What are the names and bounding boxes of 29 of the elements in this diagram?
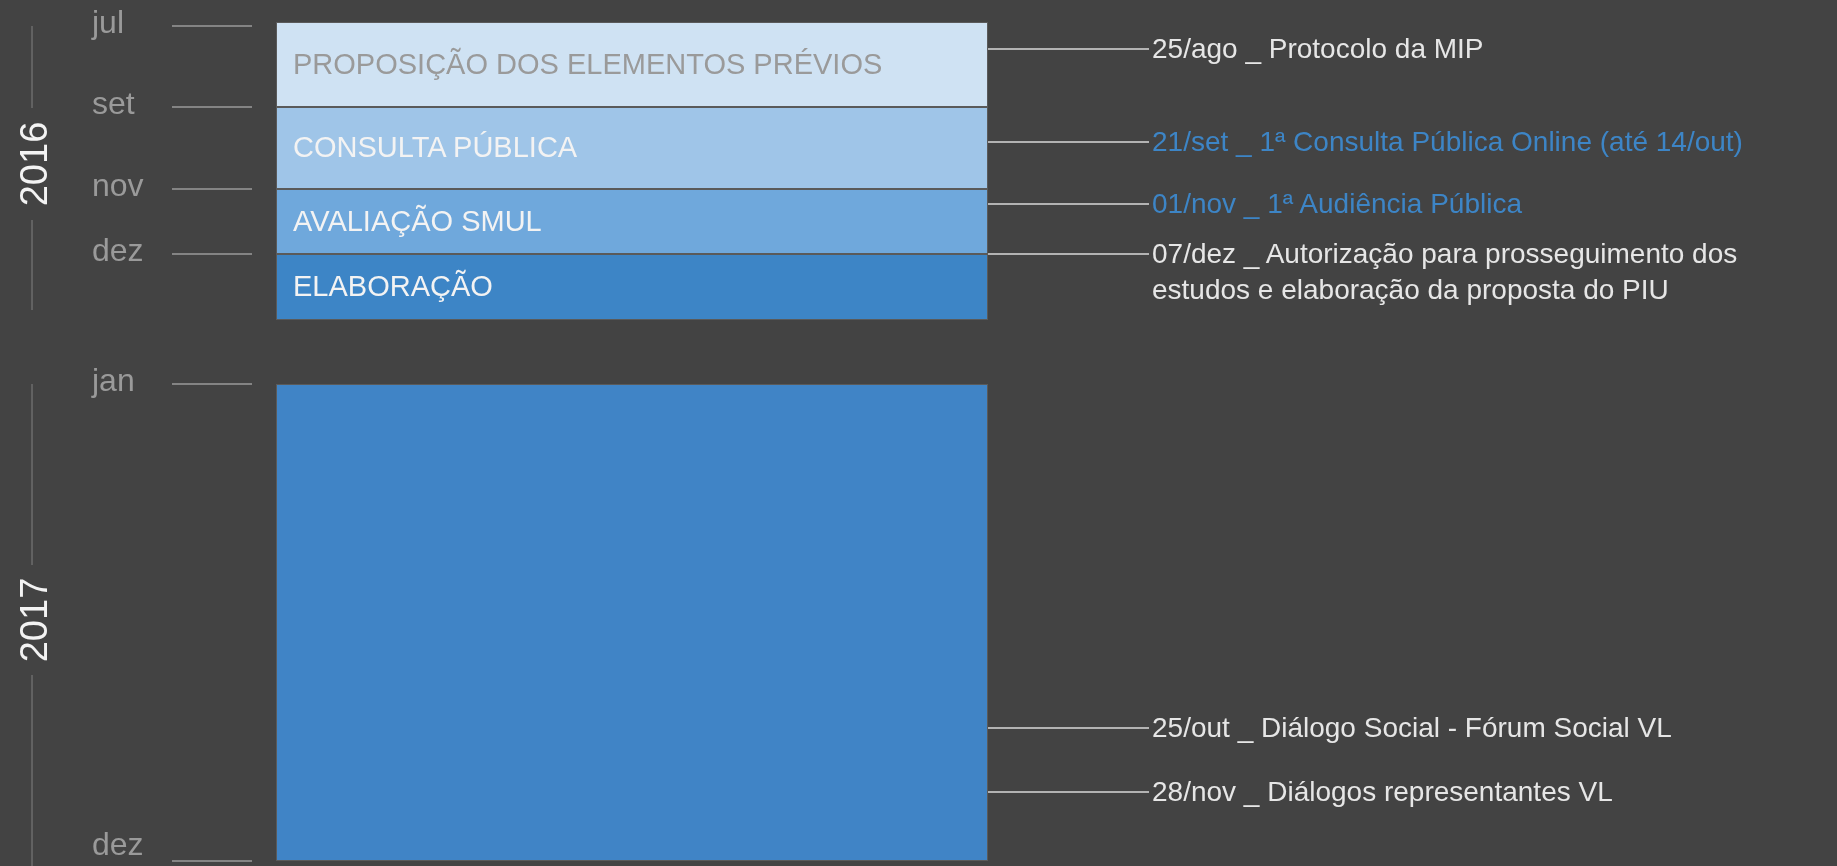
phase-title: PROPOSIÇÃO DOS ELEMENTOS PRÉVIOS (293, 46, 883, 82)
event-text: 25/out _ Diálogo Social - Fórum Social VL (1152, 710, 1772, 746)
event-text: 01/nov _ 1ª Audiência Pública (1152, 186, 1772, 222)
leader-line (987, 48, 1150, 50)
timeline-bar (276, 384, 988, 861)
year-label: 2016 (15, 121, 53, 207)
leader-line (987, 791, 1150, 793)
month-label: jan (92, 364, 135, 396)
phase-block (276, 189, 988, 254)
phase-block (276, 107, 988, 189)
event-text: 28/nov _ Diálogos representantes VL (1152, 774, 1772, 810)
leader-line (987, 253, 1150, 255)
event-text: 07/dez _ Autorização para prosseguimento dos estudos e elaboração da proposta do PIU (1152, 236, 1772, 308)
month-label: nov (92, 169, 144, 201)
leader-line (987, 141, 1150, 143)
event-text: 25/ago _ Protocolo da MIP (1152, 31, 1772, 67)
phase-title: CONSULTA PÚBLICA (293, 130, 578, 166)
phase-title: AVALIAÇÃO SMUL (293, 203, 542, 239)
phase-block (276, 254, 988, 320)
leader-line (987, 727, 1150, 729)
month-label: set (92, 87, 135, 119)
event-text: 21/set _ 1ª Consulta Pública Online (até 14/out) (1152, 124, 1772, 160)
month-label: dez (92, 234, 144, 266)
phase-block (276, 22, 988, 107)
leader-line (987, 203, 1150, 205)
phase-title: ELABORAÇÃO (293, 268, 493, 305)
year-label: 2017 (15, 577, 53, 663)
month-label: jul (92, 6, 124, 38)
month-label: dez (92, 828, 144, 860)
